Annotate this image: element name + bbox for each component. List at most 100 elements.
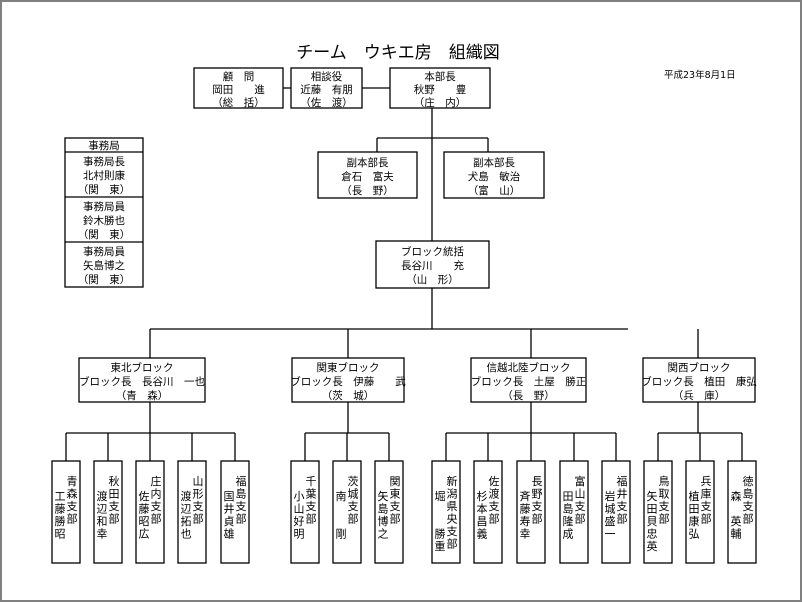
branch-name-char: 央 <box>447 513 458 526</box>
person-name-char: 成 <box>563 528 574 541</box>
region-label: （富 山） <box>468 184 521 197</box>
person-name-char: 義 <box>477 527 488 541</box>
branch-name-char: 徳 <box>743 475 754 488</box>
person-name-char: 山 <box>294 503 305 516</box>
branch-name-char: 東 <box>390 488 401 501</box>
region-label: （山 形） <box>406 274 459 286</box>
block-box <box>291 357 405 403</box>
person-name-char: 博 <box>378 515 389 528</box>
block-leader: ブロック長 長谷川 一也 <box>79 375 205 388</box>
role-label: 相談役 <box>311 70 343 83</box>
person-name-char: 康 <box>689 514 700 528</box>
branch-name-char: 部 <box>617 512 628 526</box>
block-name: 信越北陸ブロック <box>487 361 571 374</box>
chart-title: チーム ウキエ房 組織図 <box>296 43 500 63</box>
branch-name-char: 支 <box>306 500 317 513</box>
branch-name-char: 支 <box>67 500 78 513</box>
branch-name-char: 部 <box>67 512 78 526</box>
person-name: 倉石 富夫 <box>341 170 394 183</box>
block-box <box>470 357 587 403</box>
branch-name-char: 支 <box>489 500 500 513</box>
person-name-char: 之 <box>378 527 389 541</box>
region-label: （青 森） <box>116 389 169 402</box>
person-name-char: 拓 <box>181 514 192 528</box>
person-name-char: 佐 <box>139 489 150 503</box>
person-name-char: 渡 <box>181 489 192 503</box>
role-label: 事務局員 <box>83 200 125 213</box>
branch-name-char: 井 <box>617 487 628 501</box>
branch-name-char: 茨 <box>348 474 359 488</box>
branch-name-char: 支 <box>701 500 712 513</box>
branch-name-char: 長 <box>532 475 543 488</box>
person-name-char: 辺 <box>181 503 192 516</box>
person-name-char: 広 <box>139 528 150 541</box>
person-name-char: 英 <box>647 539 658 553</box>
person-name-char: 英 <box>731 514 742 528</box>
branch-name-char: 部 <box>447 537 458 551</box>
person-name-char: 幸 <box>520 528 531 541</box>
counselor-box: 相談役 近藤 有朋 （佐 渡） <box>290 67 363 109</box>
person-name-char: 昭 <box>139 515 150 528</box>
branch-name-char: 支 <box>348 500 359 513</box>
person-name-char: 本 <box>477 502 488 516</box>
branch-name-char: 庫 <box>701 487 712 501</box>
branch-name-char: 支 <box>109 500 120 513</box>
person-name-char: 也 <box>181 528 192 541</box>
person-name-char: 植 <box>689 489 700 503</box>
person-name-char: 好 <box>294 514 305 528</box>
person-name-char: 南 <box>336 490 347 503</box>
person-name-char: 辺 <box>97 503 108 516</box>
person-name: 岡田 進 <box>212 84 265 96</box>
block-leader: ブロック長 土屋 勝正 <box>471 375 587 388</box>
role-label: 事務局長 <box>83 155 125 168</box>
branch-name-char: 城 <box>348 488 359 501</box>
branch-name-char: 支 <box>151 500 162 513</box>
person-name-char: 忠 <box>647 528 658 541</box>
person-name-char: 森 <box>731 489 742 503</box>
branch-name-char: 森 <box>67 487 78 501</box>
branch-name-char: 内 <box>151 487 162 501</box>
person-name-char: 幸 <box>97 528 108 541</box>
region-label: （関 東） <box>78 228 131 241</box>
person-name-char: 杉 <box>477 489 488 503</box>
block-name: 関東ブロック <box>317 361 380 374</box>
person-name-char: 島 <box>563 502 574 516</box>
role-label: 事務局員 <box>83 245 125 258</box>
branch-name-char: 支 <box>390 500 401 513</box>
branch-name-char: 佐 <box>489 474 500 488</box>
person-name-char: 堀 <box>435 490 446 503</box>
branch-name-char: 千 <box>306 475 317 488</box>
person-name-char: 弘 <box>689 528 700 541</box>
advisor-box: 顧 問 岡田 進 （総 括） <box>193 67 284 109</box>
person-name: 鈴木勝也 <box>83 214 125 227</box>
person-name-char: 矢 <box>378 489 389 503</box>
block-lead-box: ブロック統括 長谷川 充 （山 形） <box>375 240 490 289</box>
branch-name-char: 部 <box>193 512 204 526</box>
person-name-char: 矢 <box>647 489 658 503</box>
branch-name-char: 支 <box>193 500 204 513</box>
region-label: （庄 内） <box>414 96 467 109</box>
branch-name-char: 庄 <box>151 474 162 488</box>
branch-name-char: 新 <box>447 474 458 488</box>
person-name-char: 寿 <box>520 514 531 528</box>
secretariat-panel: 事務局 事務局長 北村則康 （関 東） 事務局員 鈴木勝也 （関 東） 事務局員… <box>64 137 144 288</box>
branch-name-char: 支 <box>659 500 670 513</box>
role-label: 顧 問 <box>223 70 255 83</box>
person-name-char: 藤 <box>520 503 531 516</box>
branch-name-char: 部 <box>390 512 401 526</box>
person-name-char: 小 <box>294 490 305 503</box>
chart-date: 平成23年8月1日 <box>664 69 736 81</box>
role-label: ブロック統括 <box>401 245 464 258</box>
branch-name-char: 山 <box>193 475 204 488</box>
branch-name-char: 葉 <box>306 487 317 501</box>
